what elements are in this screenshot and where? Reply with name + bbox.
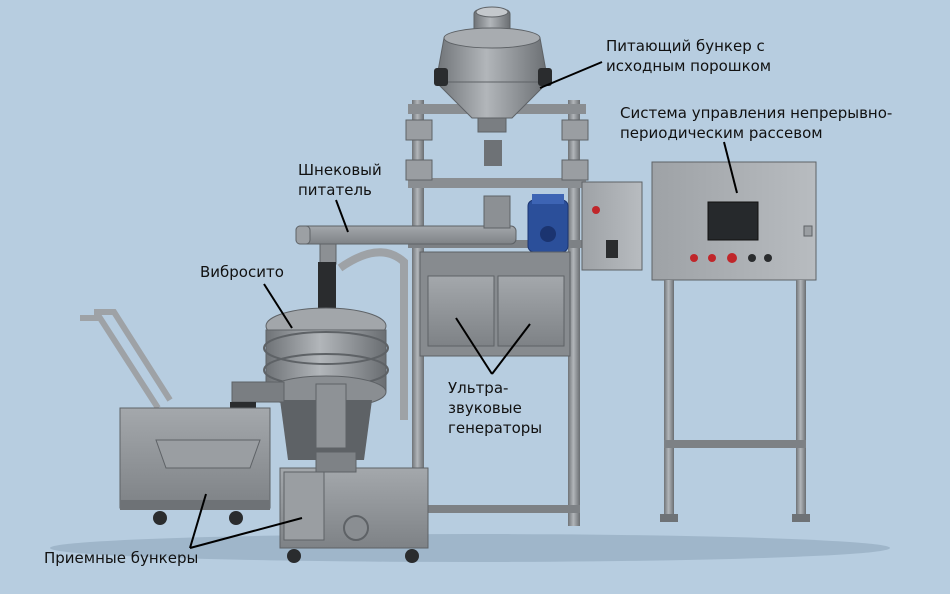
floor-shadow — [50, 534, 890, 562]
label-screw-feeder: Шнековый питатель — [298, 161, 382, 199]
ultrasonic-generator-housing — [419, 251, 571, 357]
return-pipe — [337, 248, 408, 420]
feed-hopper — [434, 6, 552, 166]
label-feed-hopper: Питающий бункер с исходным порошком — [606, 37, 772, 75]
label-ultrasonic-generators: Ультра- звуковые генераторы — [448, 379, 543, 437]
motor-gearbox — [527, 194, 569, 253]
local-control-box — [581, 181, 643, 271]
main-control-cabinet — [651, 161, 817, 522]
receiving-bin-left — [80, 309, 271, 525]
screw-feeder — [295, 195, 517, 265]
receiving-bin-right — [279, 451, 429, 563]
label-vibrosieve: Вибросито — [200, 263, 284, 281]
vibrosieve — [230, 262, 389, 460]
label-receiving-bins: Приемные бункеры — [44, 549, 199, 567]
label-control-system: Система управления непрерывно- периодиче… — [620, 104, 893, 142]
leader-lines — [189, 61, 738, 549]
